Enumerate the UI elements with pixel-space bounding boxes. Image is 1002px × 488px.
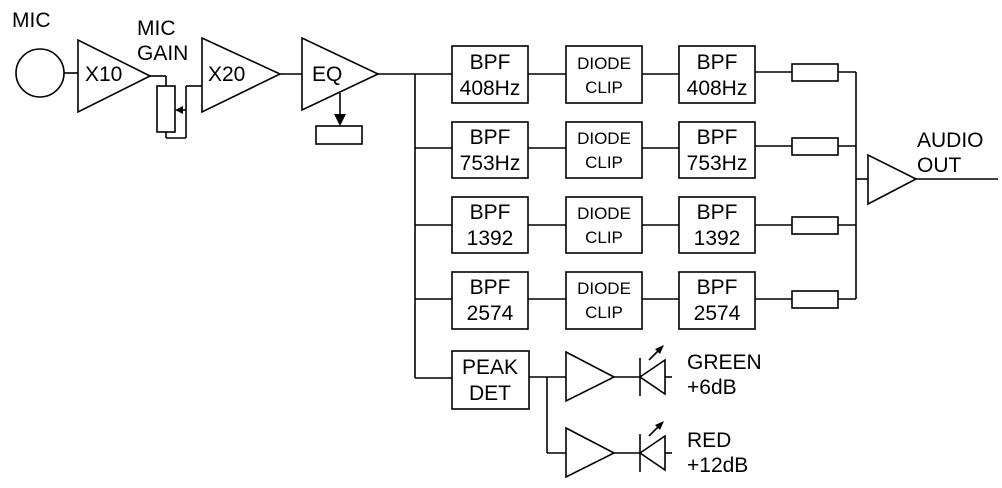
bpf-753-input-line2: 753Hz (460, 152, 521, 175)
red-label-line1: RED (687, 429, 731, 452)
bpf-408-input (451, 45, 529, 104)
bpf-408-input-line2: 408Hz (460, 77, 521, 100)
bpf-2574-output (678, 271, 756, 330)
audio-out-label-line1: AUDIO (917, 129, 984, 152)
bpf-1392-output (678, 196, 756, 254)
bpf-2574-output-line1: BPF (697, 276, 738, 299)
red-label-line2: +12dB (687, 454, 748, 477)
bpf-2574-output-line2: 2574 (694, 302, 741, 325)
bpf-2574-input (451, 271, 529, 330)
mix-resistor-1 (791, 63, 839, 82)
output-amplifier (867, 153, 918, 206)
mic-gain-label-line2: GAIN (137, 42, 188, 65)
diode-clip-3 (565, 196, 643, 254)
diode-clip-4-line1: DIODE (577, 279, 631, 298)
mix-resistor-4 (791, 290, 839, 309)
bpf-753-output-line1: BPF (697, 126, 738, 149)
microphone-icon (15, 48, 65, 98)
eq-label: EQ (312, 63, 342, 86)
mic-gain-potentiometer (156, 85, 176, 133)
diode-clip-1-line1: DIODE (577, 54, 631, 73)
audio-out-label-line2: OUT (917, 154, 962, 177)
bpf-753-input (451, 121, 529, 179)
red-led-emission-arrow-icon (655, 421, 664, 430)
bpf-2574-input-line1: BPF (470, 276, 511, 299)
x10-amplifier (77, 38, 152, 114)
mix-resistor-2 (791, 137, 839, 156)
wiper-arrow-icon (175, 106, 183, 114)
diode-clip-2 (565, 121, 643, 179)
mix-resistor-3 (791, 216, 839, 235)
eq-arrow-icon (334, 114, 346, 126)
diode-clip-1 (565, 45, 643, 104)
mic-gain-label-line1: MIC (137, 17, 176, 40)
bpf-753-output (678, 121, 756, 179)
bpf-2574-input-line2: 2574 (467, 302, 514, 325)
diode-clip-2-line1: DIODE (577, 129, 631, 148)
bpf-1392-output-line1: BPF (697, 201, 738, 224)
eq-control (315, 125, 363, 145)
green-led-driver (565, 350, 616, 403)
bpf-753-output-line2: 753Hz (687, 152, 748, 175)
green-led-emission-arrow-icon (655, 345, 664, 354)
bpf-1392-output-line2: 1392 (694, 227, 741, 250)
green-label-line2: +6dB (687, 376, 737, 399)
green-label-line1: GREEN (687, 351, 762, 374)
peak-detector-line2: DET (469, 382, 511, 405)
diode-clip-3-line2: CLIP (585, 228, 623, 247)
x10-label: X10 (85, 63, 122, 86)
mic-label: MIC (12, 9, 51, 32)
bpf-1392-input-line1: BPF (470, 201, 511, 224)
bpf-408-input-line1: BPF (470, 51, 511, 74)
red-led-driver (565, 426, 616, 479)
bpf-408-output (678, 45, 756, 104)
bpf-408-output-line2: 408Hz (687, 77, 748, 100)
bpf-753-input-line1: BPF (470, 126, 511, 149)
bpf-1392-input (451, 196, 529, 254)
diode-clip-2-line2: CLIP (585, 153, 623, 172)
eq-amplifier (301, 36, 380, 112)
bpf-408-output-line1: BPF (697, 51, 738, 74)
diode-clip-3-line1: DIODE (577, 204, 631, 223)
bpf-1392-input-line2: 1392 (467, 227, 514, 250)
diode-clip-4 (565, 271, 643, 330)
diode-clip-4-line2: CLIP (585, 303, 623, 322)
x20-label: X20 (208, 63, 245, 86)
x20-amplifier (201, 36, 282, 114)
peak-detector-line1: PEAK (462, 356, 518, 379)
peak-detector (451, 350, 530, 410)
diode-clip-1-line2: CLIP (585, 78, 623, 97)
